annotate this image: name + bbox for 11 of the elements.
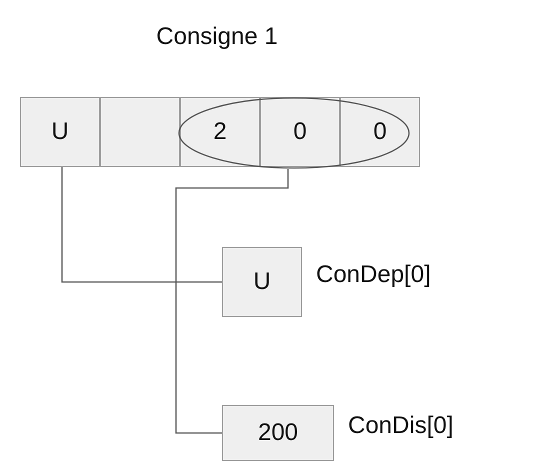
title: Consigne 1 <box>155 22 279 52</box>
value-box: 200 <box>222 405 334 461</box>
variable-label: ConDis[0] <box>348 411 454 441</box>
array-cell <box>100 97 180 167</box>
grouping-ellipse <box>178 97 410 169</box>
array-cell: 0 <box>340 97 420 167</box>
connector-line <box>61 167 222 283</box>
connector-line <box>175 169 289 434</box>
array-cell: U <box>20 97 100 167</box>
value-box: U <box>222 247 302 317</box>
variable-label: ConDep[0] <box>316 260 431 290</box>
